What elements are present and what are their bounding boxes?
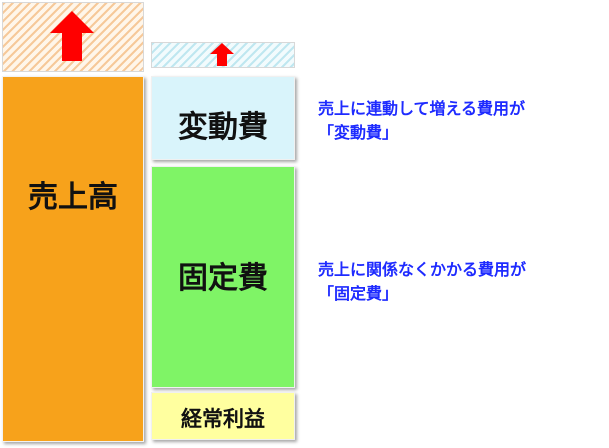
variable-cost-note-line2: 「変動費」 xyxy=(318,123,399,142)
variable-cost-note: 売上に連動して増える費用が 「変動費」 xyxy=(318,97,525,145)
arrow-up-icon xyxy=(50,11,94,61)
arrow-shaft xyxy=(217,54,227,66)
variable-cost-note-line1: 売上に連動して増える費用が xyxy=(318,99,526,118)
profit-label: 経常利益 xyxy=(181,407,265,431)
fixed-cost-label: 固定費 xyxy=(178,261,268,296)
fixed-cost-block xyxy=(151,166,295,388)
variable-cost-block xyxy=(151,76,295,160)
sales-block xyxy=(2,76,144,442)
arrow-up-icon xyxy=(210,43,234,66)
profit-block xyxy=(151,392,295,440)
arrow-head xyxy=(210,43,234,54)
sales-label: 売上高 xyxy=(28,180,118,215)
fixed-cost-note: 売上に関係なくかかる費用が 「固定費」 xyxy=(318,258,526,306)
arrow-head xyxy=(50,11,94,33)
arrow-shaft xyxy=(62,33,82,61)
fixed-cost-note-line1: 売上に関係なくかかる費用が xyxy=(318,260,527,279)
fixed-cost-note-line2: 「固定費」 xyxy=(318,284,399,303)
variable-cost-label: 変動費 xyxy=(178,110,268,145)
